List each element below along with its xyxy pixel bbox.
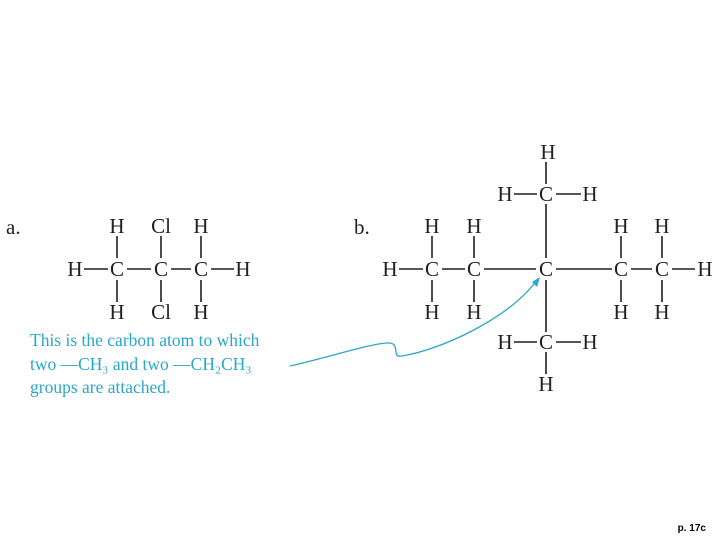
central-carbon-atom: C [539, 257, 553, 281]
carbon-atom: C [614, 257, 628, 281]
hydrogen-atom: H [67, 257, 82, 281]
annotation-text: This is the carbon atom to which two —CH… [30, 329, 330, 400]
hydrogen-atom: H [582, 182, 597, 206]
carbon-atom: C [539, 330, 553, 354]
hydrogen-atom: H [582, 330, 597, 354]
hydrogen-atom: H [466, 300, 481, 324]
hydrogen-atom: H [424, 214, 439, 238]
carbon-atom: C [467, 257, 481, 281]
arrowhead [532, 277, 540, 287]
hydrogen-atom: H [540, 140, 555, 164]
carbon-atom: C [194, 257, 208, 281]
hydrogen-atom: H [193, 300, 208, 324]
hydrogen-atom: H [382, 257, 397, 281]
label-b: b. [354, 215, 370, 239]
annotation-line-2: two —CH₃ and two —CH₂CH₃ [30, 353, 252, 374]
hydrogen-atom: H [424, 300, 439, 324]
carbon-atom: C [425, 257, 439, 281]
hydrogen-atom: H [697, 257, 712, 281]
label-a: a. [6, 215, 21, 239]
carbon-atom: C [110, 257, 124, 281]
carbon-atom: C [655, 257, 669, 281]
annotation-arrow [289, 283, 535, 367]
hydrogen-atom: H [466, 214, 481, 238]
hydrogen-atom: H [193, 214, 208, 238]
chlorine-atom: Cl [151, 214, 171, 238]
carbon-atom: C [154, 257, 168, 281]
hydrogen-atom: H [613, 214, 628, 238]
hydrogen-atom: H [654, 214, 669, 238]
hydrogen-atom: H [109, 214, 124, 238]
annotation-line-3: groups are attached. [30, 377, 171, 397]
hydrogen-atom: H [235, 257, 250, 281]
hydrogen-atom: H [538, 372, 553, 396]
hydrogen-atom: H [497, 330, 512, 354]
hydrogen-atom: H [654, 300, 669, 324]
page-reference: p. 17c [677, 523, 706, 534]
carbon-atom: C [539, 182, 553, 206]
hydrogen-atom: H [109, 300, 124, 324]
hydrogen-atom: H [497, 182, 512, 206]
chlorine-atom: Cl [151, 300, 171, 324]
hydrogen-atom: H [613, 300, 628, 324]
annotation-line-1: This is the carbon atom to which [30, 330, 260, 350]
